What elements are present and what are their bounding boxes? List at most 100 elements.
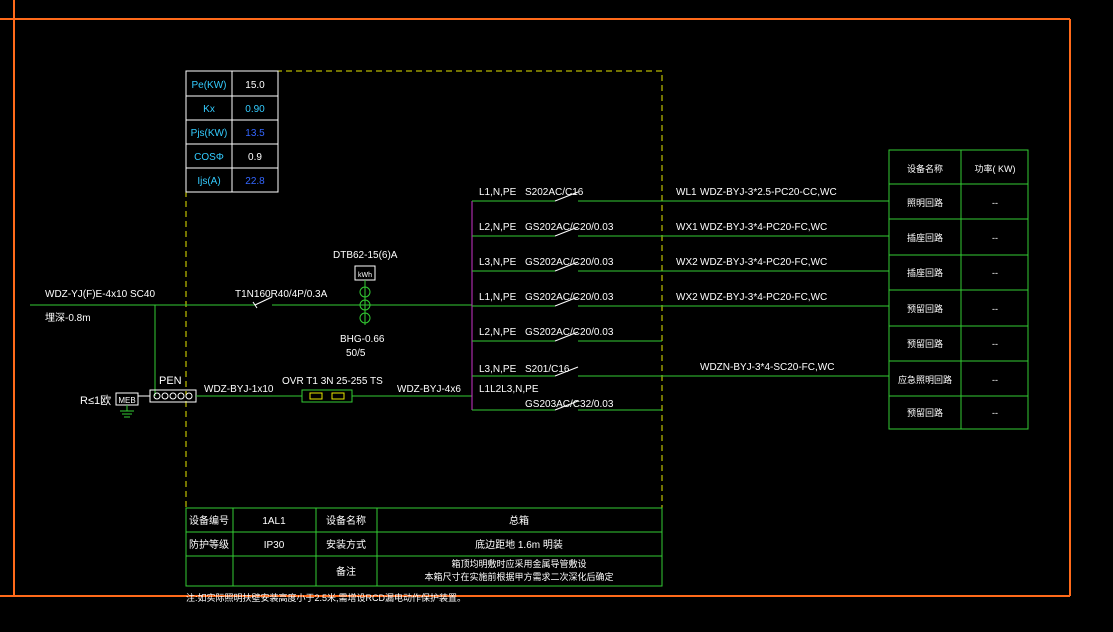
info-install-label: 安装方式 (326, 538, 366, 551)
circuit-6: L3,N,PE S201/C16 WDZN-BYJ-3*4-SC20-FC,WC (472, 362, 889, 377)
circuit-code: WX1 (676, 222, 698, 233)
param-value: 15.0 (245, 80, 265, 91)
info-protection-label: 防护等级 (189, 538, 229, 551)
param-value: 13.5 (245, 128, 265, 139)
circuit-code: WL1 (676, 187, 697, 198)
circuit-breaker: GS202AC/C20/0.03 (525, 327, 614, 338)
spd-label: OVR T1 3N 25-255 TS (282, 376, 383, 387)
circuit-cable: WDZ-BYJ-3*4-PC20-FC,WC (700, 257, 827, 268)
info-remark-line1: 箱顶均明敷时应采用金属导管敷设 (451, 558, 586, 569)
load-row-power: -- (992, 339, 998, 349)
pen-bar (149, 389, 197, 403)
breaker-contact (554, 191, 579, 202)
circuit-5: L2,N,PE GS202AC/C20/0.03 (472, 327, 662, 342)
circuit-phase: L1,N,PE (479, 187, 517, 198)
load-row-power: -- (992, 304, 998, 314)
ground-icon (120, 405, 134, 418)
circuit-phase: L3,N,PE (479, 364, 517, 375)
meter-unit: kWh (358, 272, 372, 279)
load-header-name: 设备名称 (907, 163, 943, 174)
param-label: Ijs(A) (197, 176, 220, 187)
load-row-power: -- (992, 233, 998, 243)
param-label: Pe(KW) (192, 80, 227, 91)
incoming-line (30, 304, 472, 396)
breaker-contact (554, 296, 579, 307)
circuit-phase: L1,N,PE (479, 292, 517, 303)
load-row-power: -- (992, 198, 998, 208)
circuit-breaker: GS202AC/C20/0.03 (525, 257, 614, 268)
circuit-phase: L2,N,PE (479, 222, 517, 233)
meb-label: MEB (118, 396, 135, 405)
ct-label: BHG-0.66 (340, 334, 385, 345)
grounding-resistance: R≤1欧 (80, 394, 111, 407)
circuit-breaker: GS202AC/C20/0.03 (525, 292, 614, 303)
spd-box (301, 389, 353, 403)
load-rows: 照明回路--插座回路--插座回路--预留回路--预留回路--应急照明回路--预留… (898, 197, 998, 418)
info-device-no-label: 设备编号 (189, 514, 229, 527)
load-table (888, 149, 1029, 430)
param-label: Pjs(KW) (191, 128, 228, 139)
load-row-name: 应急照明回路 (898, 374, 952, 385)
incoming-cable-label: WDZ-YJ(F)E-4x10 SC40 (45, 289, 155, 300)
load-row-power: -- (992, 408, 998, 418)
info-remark-label: 备注 (336, 565, 356, 578)
meter-label: DTB62-15(6)A (333, 250, 398, 261)
load-row-name: 预留回路 (907, 338, 943, 349)
load-row-name: 预留回路 (907, 407, 943, 418)
info-protection: IP30 (264, 540, 285, 551)
breaker-contact (554, 261, 579, 272)
circuit-phase: L2,N,PE (479, 327, 517, 338)
circuit-code: WX2 (676, 257, 698, 268)
breaker-contact (554, 226, 579, 237)
load-row-power: -- (992, 375, 998, 385)
drawing-frame (0, 0, 1071, 597)
info-remark-line2: 本箱尺寸在实施前根据甲方需求二次深化后确定 (424, 571, 613, 582)
params-table (185, 70, 279, 193)
circuit-breaker: S201/C16 (525, 364, 570, 375)
circuit-cable: WDZN-BYJ-3*4-SC20-FC,WC (700, 362, 834, 373)
info-install: 底边距地 1.6m 明装 (475, 538, 563, 551)
main-breaker-label: T1N160R40/4P/0.3A (235, 289, 328, 300)
param-value: 0.9 (248, 152, 262, 163)
circuit-breaker: S202AC/C16 (525, 187, 584, 198)
spd-cable-label: WDZ-BYJ-4x6 (397, 384, 461, 395)
load-row-name: 照明回路 (907, 197, 943, 208)
load-row-name: 插座回路 (907, 232, 943, 243)
load-header-power: 功率( KW) (975, 163, 1016, 174)
info-device-name-label: 设备名称 (326, 514, 366, 527)
pen-label: PEN (159, 375, 182, 387)
breaker-contact (554, 366, 579, 377)
load-row-name: 预留回路 (907, 303, 943, 314)
info-device-no: 1AL1 (262, 516, 286, 527)
circuit-breaker: GS203AC/C32/0.03 (525, 399, 614, 410)
circuit-phase: L1L2L3,N,PE (479, 384, 539, 395)
breaker-contact (554, 400, 579, 411)
param-label: Kx (203, 104, 215, 115)
circuit-cable: WDZ-BYJ-3*2.5-PC20-CC,WC (700, 187, 837, 198)
spd-element (331, 392, 345, 400)
circuit-code: WX2 (676, 292, 698, 303)
param-value: 22.8 (245, 176, 265, 187)
burial-depth-label: 埋深-0.8m (45, 312, 91, 324)
footnote: 注:如实际照明扶壁安装高度小于2.5米,需增设RCD漏电动作保护装置。 (186, 592, 466, 603)
circuit-breaker: GS202AC/C20/0.03 (525, 222, 614, 233)
circuit-phase: L3,N,PE (479, 257, 517, 268)
info-device-name: 总箱 (509, 514, 529, 527)
ct-ratio-label: 50/5 (346, 348, 366, 359)
param-value: 0.90 (245, 104, 265, 115)
main-breaker-symbol (252, 296, 273, 309)
pe-cable-label: WDZ-BYJ-1x10 (204, 384, 274, 395)
circuit-cable: WDZ-BYJ-3*4-PC20-FC,WC (700, 292, 827, 303)
circuit-7: L1L2L3,N,PE GS203AC/C32/0.03 (472, 384, 662, 411)
load-row-power: -- (992, 268, 998, 278)
ct-symbol (359, 280, 371, 325)
param-label: COSΦ (194, 152, 224, 163)
breaker-contact (554, 331, 579, 342)
spd-element (309, 392, 323, 400)
